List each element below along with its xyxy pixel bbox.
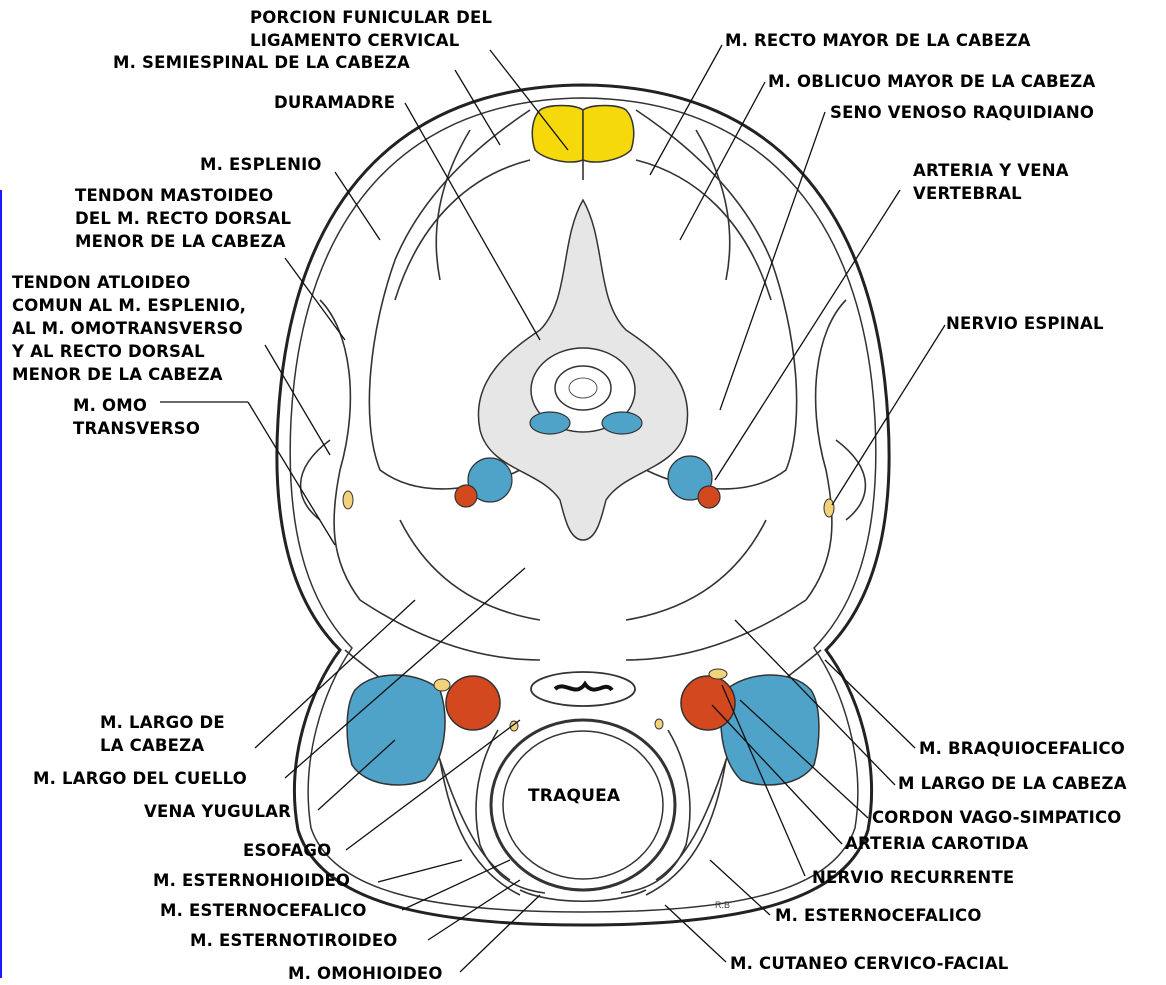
carotid-artery-right	[681, 676, 735, 730]
label-largo-cuello: M. LARGO DEL CUELLO	[33, 767, 247, 790]
recurrent-nerve-right	[655, 719, 663, 729]
label-cordon-vago: CORDON VAGO-SIMPATICO	[872, 806, 1122, 829]
label-cutaneo: M. CUTANEO CERVICO-FACIAL	[730, 952, 1009, 975]
nervio-espinal-right	[824, 499, 834, 517]
label-oblicuo-mayor: M. OBLICUO MAYOR DE LA CABEZA	[768, 70, 1095, 93]
label-vena-yugular: VENA YUGULAR	[144, 800, 291, 823]
label-esternocefalico-right: M. ESTERNOCEFALICO	[775, 904, 982, 927]
label-nervio-recurrente: NERVIO RECURRENTE	[812, 866, 1014, 889]
label-tendon-mastoideo: TENDON MASTOIDEO DEL M. RECTO DORSAL MEN…	[75, 184, 291, 253]
seno-venoso-right	[602, 412, 642, 434]
label-esplenio: M. ESPLENIO	[200, 153, 322, 176]
label-duramadre: DURAMADRE	[274, 91, 395, 114]
label-tendon-atloideo: TENDON ATLOIDEO COMUN AL M. ESPLENIO, AL…	[12, 271, 246, 386]
label-porcion-funicular: PORCION FUNICULAR DEL LIGAMENTO CERVICAL	[250, 6, 492, 52]
artist-signature: R.B	[715, 900, 730, 910]
nervio-espinal-left	[343, 491, 353, 509]
label-recto-mayor: M. RECTO MAYOR DE LA CABEZA	[725, 29, 1031, 52]
vertebral-artery-right	[698, 486, 720, 508]
carotid-artery-left	[446, 676, 500, 730]
vertebral-artery-left	[455, 485, 477, 507]
spinal-cord	[555, 366, 611, 410]
jugular-vein-left	[347, 675, 445, 785]
label-largo-cabeza-left: M. LARGO DE LA CABEZA	[100, 711, 225, 757]
vagosympathetic-right	[709, 669, 727, 679]
label-seno-venoso: SENO VENOSO RAQUIDIANO	[830, 101, 1094, 124]
label-esofago: ESOFAGO	[243, 839, 331, 862]
vagosympathetic-left	[434, 679, 450, 691]
label-traquea: TRAQUEA	[528, 785, 620, 808]
label-esternotiroideo: M. ESTERNOTIROIDEO	[190, 929, 398, 952]
label-arteria-vena-vertebral: ARTERIA Y VENA VERTEBRAL	[913, 159, 1069, 205]
label-esternocefalico-left: M. ESTERNOCEFALICO	[160, 899, 367, 922]
label-largo-cabeza-right: M LARGO DE LA CABEZA	[898, 772, 1127, 795]
label-nervio-espinal: NERVIO ESPINAL	[946, 312, 1104, 335]
label-arteria-carotida: ARTERIA CAROTIDA	[845, 832, 1028, 855]
label-omohioideo: M. OMOHIOIDEO	[288, 962, 443, 985]
label-esternohioideo: M. ESTERNOHIOIDEO	[153, 869, 350, 892]
seno-venoso-left	[530, 412, 570, 434]
label-omo-transverso: M. OMO TRANSVERSO	[73, 394, 200, 440]
ligament-right	[583, 106, 634, 162]
label-braquiocefalico: M. BRAQUIOCEFALICO	[919, 737, 1125, 760]
label-semiespinal: M. SEMIESPINAL DE LA CABEZA	[113, 51, 410, 74]
